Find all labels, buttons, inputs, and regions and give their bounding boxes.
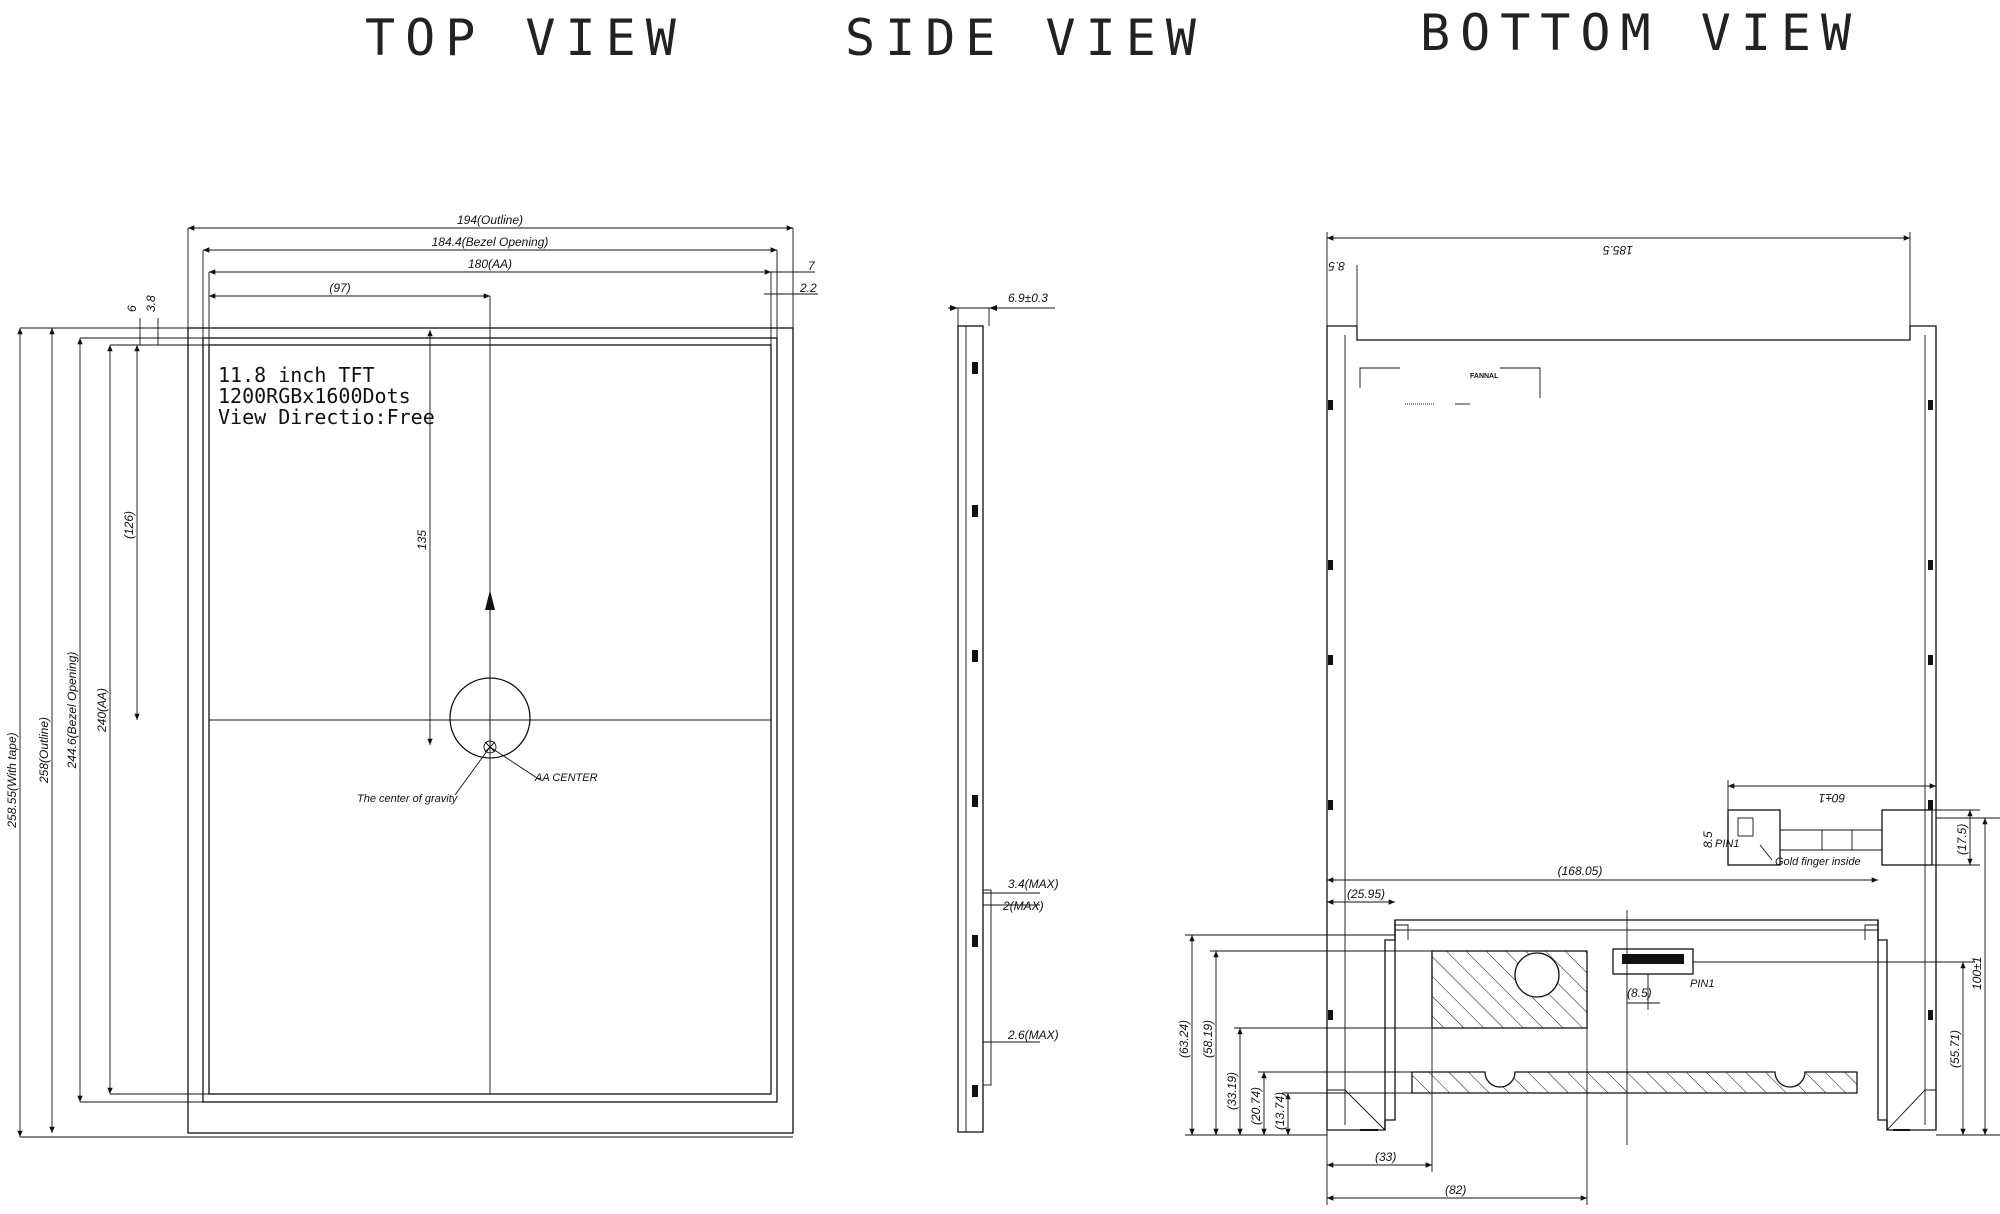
side-view-profile [957, 325, 984, 1133]
height-55-71-dim: (55.71) [1948, 1030, 1962, 1068]
center-x-dim: (97) [329, 281, 350, 295]
view-direction-note: View Directio:Free [218, 405, 435, 429]
top-view: 11.8 inch TFT 1200RGBx1600Dots View Dire… [5, 213, 818, 1138]
pin1-label: PIN1 [1715, 838, 1739, 850]
height-bezel-dim: 244.6(Bezel Opening) [65, 652, 79, 770]
height-63-24-dim: (63.24) [1177, 1020, 1191, 1058]
backlight-outline [1326, 325, 1937, 1131]
gravity-y-dim: 135 [415, 530, 429, 550]
center-y-dim: (126) [122, 511, 136, 539]
width-33-dim: (33) [1375, 1150, 1396, 1164]
height-outline-dim: 258(Outline) [37, 717, 51, 784]
outline-width-dim: 194(Outline) [457, 213, 523, 227]
fannal-logo-text: FANNAL [1470, 373, 1499, 380]
top-offset-3-8: 3.8 [144, 295, 158, 312]
gravity-circle [449, 677, 531, 759]
side-max-2-6: 2.6(MAX) [1007, 1028, 1059, 1042]
hatched-strip [1411, 1071, 1858, 1094]
dim-8-5-lower: (8.5) [1627, 986, 1652, 1000]
bezel-width-dim: 184.4(Bezel Opening) [432, 235, 549, 249]
bottom-view-title: BOTTOM VIEW [1420, 4, 1861, 62]
side-thickness-dim: 6.9±0.3 [1008, 291, 1048, 305]
side-max-2: 2(MAX) [1002, 899, 1044, 913]
pin1-lower-label: PIN1 [1690, 978, 1714, 990]
bottom-width-185-5: 185.5 [1603, 243, 1633, 257]
panel-resolution-note: 1200RGBx1600Dots [218, 384, 411, 408]
height-58-19-dim: (58.19) [1201, 1020, 1215, 1058]
bottom-offset-8-5: 8.5 [1328, 259, 1345, 273]
top-view-outline [187, 327, 794, 1134]
gravity-center-label: The center of gravity [357, 793, 459, 805]
bottom-view: FANNAL [1177, 232, 2000, 1205]
upper-connector [1727, 809, 1781, 866]
hatched-block [1431, 950, 1588, 1029]
width-168-05-dim: (168.05) [1558, 864, 1603, 878]
lower-connector [1612, 948, 1694, 975]
fpc-17-5-dim: (17.5) [1955, 824, 1969, 855]
right-offset-7: 7 [808, 259, 816, 273]
right-offset-2-2: 2.2 [799, 281, 817, 295]
top-offset-6: 6 [125, 305, 139, 312]
side-max-3-4: 3.4(MAX) [1008, 877, 1059, 891]
fpc-8-5-dim: 8.5 [1701, 831, 1715, 848]
side-view-title: SIDE VIEW [845, 9, 1206, 67]
height-13-74-dim: (13.74) [1273, 1092, 1287, 1130]
height-100-dim: 100±1 [1970, 957, 1984, 990]
height-33-19-dim: (33.19) [1225, 1072, 1239, 1110]
width-25-95-dim: (25.95) [1347, 887, 1385, 901]
fpc-width-dim: 60±1 [1819, 791, 1846, 805]
height-20-74-dim: (20.74) [1249, 1087, 1263, 1125]
side-view: 6.9±0.3 3.4(MAX) 2(MAX) 2.6(MAX) [948, 291, 1059, 1133]
aa-center-label: AA CENTER [534, 772, 598, 784]
panel-size-note: 11.8 inch TFT [218, 363, 375, 387]
aa-width-dim: 180(AA) [468, 257, 512, 271]
height-aa-dim: 240(AA) [95, 688, 109, 733]
top-view-title: TOP VIEW [365, 9, 686, 67]
gold-finger-label: Gold finger inside [1775, 856, 1861, 868]
height-with-tape-dim: 258.55(With tape) [5, 732, 19, 828]
width-82-dim: (82) [1445, 1183, 1466, 1197]
